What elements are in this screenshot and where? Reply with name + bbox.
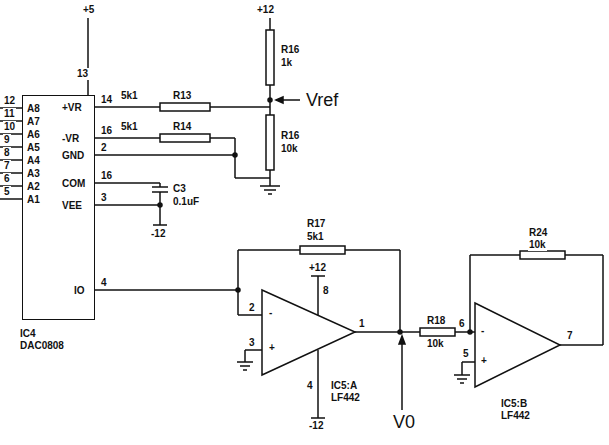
pin-number: 11 <box>3 108 16 120</box>
signal-name: V0 <box>392 412 416 432</box>
component-value: 10k <box>426 338 445 350</box>
pin-number: 5 <box>3 186 11 198</box>
component-value: 0.1uF <box>172 196 200 208</box>
pin-number: 12 <box>3 95 16 107</box>
resistor-symbol <box>160 134 210 142</box>
pin-number: 7 <box>566 330 574 342</box>
pin-name: A8 <box>26 103 41 115</box>
resistor-symbol <box>300 246 345 254</box>
pin-name: A4 <box>26 155 41 167</box>
pin-number: 2 <box>100 142 108 154</box>
pin-number: 2 <box>248 302 256 314</box>
input-polarity: + <box>480 355 488 367</box>
pin-number: 8 <box>3 147 11 159</box>
supply-label: +12 <box>308 262 327 274</box>
part-name: IC5:A <box>330 380 358 392</box>
pin-number: 4 <box>100 277 108 289</box>
pin-number: 13 <box>76 68 89 80</box>
part-name: C3 <box>172 183 187 195</box>
part-name: DAC0808 <box>19 340 65 352</box>
supply-label: +12 <box>256 4 275 16</box>
resistor-symbol <box>266 30 274 85</box>
part-name: IC4 <box>19 328 37 340</box>
pin-number: 1 <box>358 318 366 330</box>
pin-name: IO <box>73 285 86 297</box>
opamp-symbol <box>262 290 355 375</box>
part-name: R24 <box>528 227 548 239</box>
ic-package: A8A7A6A5A4A3A2A1+VR-VRGNDCOMVEEIOIC4DAC0… <box>22 95 95 320</box>
pin-number: 14 <box>100 94 113 106</box>
input-polarity: - <box>268 307 273 319</box>
component-value: LF442 <box>330 392 361 404</box>
input-polarity: - <box>480 325 485 337</box>
pin-name: COM <box>61 178 86 190</box>
pin-number: 10 <box>3 121 16 133</box>
pin-number: 16 <box>100 170 113 182</box>
pin-number: 6 <box>458 318 466 330</box>
input-polarity: + <box>268 342 276 354</box>
pin-number: 6 <box>3 173 11 185</box>
resistor-symbol <box>420 328 455 336</box>
pin-number: 9 <box>3 134 11 146</box>
part-name: R17 <box>306 218 326 230</box>
component-value: 10k <box>280 143 299 155</box>
pin-name: GND <box>61 150 85 162</box>
pin-name: A2 <box>26 181 41 193</box>
pin-name: A1 <box>26 194 41 206</box>
component-value: 5k1 <box>120 121 139 133</box>
pin-number: 7 <box>3 160 11 172</box>
part-name: R13 <box>172 90 192 102</box>
pin-number: 16 <box>100 125 113 137</box>
pin-name: VEE <box>61 200 83 212</box>
resistor-symbol <box>520 251 565 259</box>
pin-name: +VR <box>61 102 83 114</box>
pin-number: 8 <box>322 285 330 297</box>
supply-label: -12 <box>150 228 166 240</box>
resistor-symbol <box>266 115 274 170</box>
part-name: IC5:B <box>500 398 528 410</box>
component-value: 10k <box>528 239 547 251</box>
component-value: 1k <box>280 57 293 69</box>
part-name: R18 <box>426 315 446 327</box>
signal-name: Vref <box>305 90 339 110</box>
pin-name: A3 <box>26 168 41 180</box>
pin-name: -VR <box>61 133 80 145</box>
pin-number: 3 <box>100 192 108 204</box>
pin-name: A6 <box>26 129 41 141</box>
pin-name: A7 <box>26 116 41 128</box>
part-name: R16 <box>280 130 300 142</box>
supply-label: +5 <box>82 4 95 16</box>
part-name: R16 <box>280 44 300 56</box>
pin-number: 5 <box>462 348 470 360</box>
part-name: R14 <box>172 121 192 133</box>
component-value: LF442 <box>500 410 531 422</box>
component-value: 5k1 <box>306 231 325 243</box>
component-value: 5k1 <box>120 90 139 102</box>
resistor-symbol <box>160 103 210 111</box>
opamp-symbol <box>475 303 560 387</box>
supply-label: -12 <box>308 420 324 432</box>
pin-number: 4 <box>306 380 314 392</box>
pin-number: 3 <box>248 337 256 349</box>
pin-name: A5 <box>26 142 41 154</box>
